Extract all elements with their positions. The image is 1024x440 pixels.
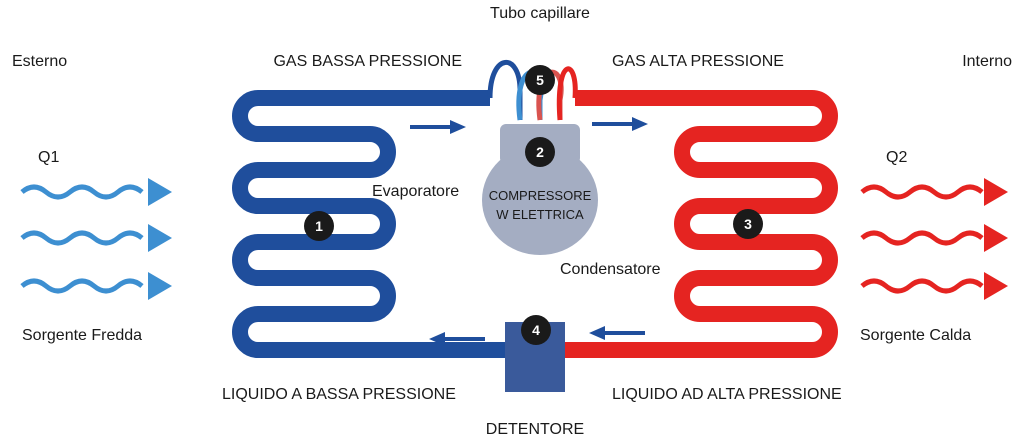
wave-arrow-icon xyxy=(20,184,144,294)
svg-text:2: 2 xyxy=(536,144,544,160)
marker-2: 2 xyxy=(525,137,555,167)
evaporator-coil xyxy=(232,90,505,358)
wave-arrow-heads-cold xyxy=(148,178,172,300)
label-liquido-bassa-pressione: LIQUIDO A BASSA PRESSIONE xyxy=(222,386,456,403)
condenser-coil xyxy=(565,90,838,358)
wave-arrow-icon xyxy=(860,184,984,294)
label-sorgente-calda: Sorgente Calda xyxy=(860,327,971,344)
label-sorgente-fredda: Sorgente Fredda xyxy=(22,327,142,344)
label-interno: Interno xyxy=(962,53,1012,70)
label-q2: Q2 xyxy=(886,149,907,166)
label-gas-bassa-pressione: GAS BASSA PRESSIONE xyxy=(273,53,462,70)
label-condensatore: Condensatore xyxy=(560,261,661,278)
label-q1: Q1 xyxy=(38,149,59,166)
label-esterno: Esterno xyxy=(12,53,67,70)
label-detentore: DETENTORE xyxy=(486,421,584,438)
marker-3: 3 xyxy=(733,209,763,239)
svg-text:1: 1 xyxy=(315,218,323,234)
label-evaporatore: Evaporatore xyxy=(372,183,459,200)
wave-arrow-heads-hot xyxy=(984,178,1008,300)
label-compressore: COMPRESSORE xyxy=(489,188,592,203)
flow-arrow-icon xyxy=(410,117,648,346)
svg-text:3: 3 xyxy=(744,216,752,232)
marker-4: 4 xyxy=(521,315,551,345)
label-gas-alta-pressione: GAS ALTA PRESSIONE xyxy=(612,53,784,70)
label-liquido-alta-pressione: LIQUIDO AD ALTA PRESSIONE xyxy=(612,386,842,403)
label-w-elettrica: W ELETTRICA xyxy=(496,207,584,222)
marker-5: 5 xyxy=(525,65,555,95)
marker-1: 1 xyxy=(304,211,334,241)
svg-text:4: 4 xyxy=(532,322,540,338)
label-tubo-capillare: Tubo capillare xyxy=(490,5,590,22)
svg-text:5: 5 xyxy=(536,72,544,88)
